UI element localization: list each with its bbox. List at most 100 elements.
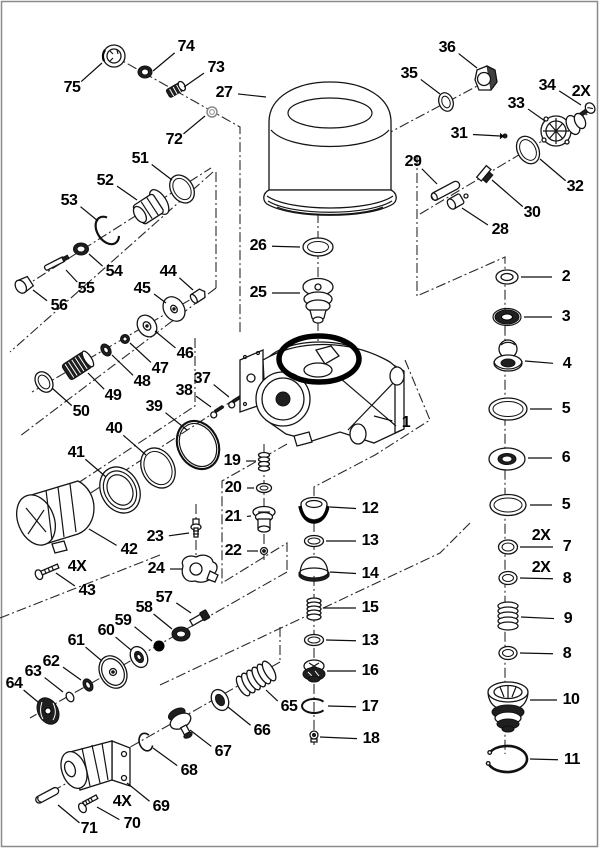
oring-8b (498, 645, 518, 661)
washer-63 (65, 691, 75, 703)
clip-30 (475, 164, 494, 184)
governor-assembly-69 (60, 740, 131, 791)
leader-45-51 (153, 293, 167, 304)
leader-39-44 (165, 412, 188, 431)
spring-19 (257, 451, 271, 472)
washer-6 (488, 447, 526, 471)
nut-54 (73, 242, 89, 256)
spring-15 (306, 597, 322, 621)
leader-61-67 (85, 646, 103, 662)
inlet-valve-52 (132, 189, 170, 225)
leader-60-66 (115, 636, 132, 651)
grommet-3 (492, 307, 522, 327)
oring-32 (515, 135, 541, 165)
fitting-57 (188, 609, 211, 627)
retainer-68 (138, 732, 154, 752)
leader-29-33 (421, 168, 438, 185)
leader-37-42 (213, 384, 230, 398)
leader-52-58 (116, 185, 138, 201)
leader-59-65 (134, 626, 153, 642)
plunger-28 (446, 193, 469, 210)
washer-48 (100, 343, 112, 357)
nut-74 (137, 65, 153, 79)
leader-38-43 (195, 395, 212, 408)
leader-67-73 (189, 729, 212, 747)
leader-48-54 (111, 354, 134, 376)
oring-40 (140, 447, 176, 489)
washer-60 (129, 645, 149, 669)
leader-57-63 (175, 602, 192, 614)
cap-56 (14, 275, 35, 294)
leader-56-62 (32, 289, 48, 302)
leader-36-41 (458, 53, 478, 69)
leader-8-10 (519, 577, 554, 580)
leader-26-30 (271, 245, 301, 248)
pin-71 (35, 786, 60, 804)
snap-ring-53 (94, 215, 121, 246)
leader-42-47 (88, 528, 117, 546)
oring-5a (488, 397, 528, 421)
leader-44-50 (178, 277, 194, 291)
leader-54-60 (88, 253, 104, 267)
washer-47 (120, 334, 130, 344)
leader-51-57 (151, 164, 173, 181)
leader-43-48 (55, 572, 76, 587)
spring-65 (235, 660, 277, 697)
leader-1-0 (373, 415, 393, 422)
leader-74-81 (152, 52, 176, 72)
leader-23-27 (168, 532, 190, 537)
spring-9 (497, 601, 519, 631)
leader-46-52 (154, 330, 176, 349)
leader-11-14 (529, 758, 559, 761)
leader-62-68 (62, 666, 82, 681)
screw-38 (210, 404, 225, 419)
oring-35 (438, 92, 454, 112)
leader-arrowhead-31 (499, 132, 504, 140)
fitting-23 (190, 518, 202, 538)
snap-ring-17 (301, 698, 325, 714)
leader-73-80 (183, 72, 205, 88)
valve-4 (493, 339, 523, 372)
leader-17-21 (327, 705, 357, 708)
leader-66-72 (227, 706, 251, 726)
leader-40-45 (122, 434, 147, 456)
leader-68-74 (152, 747, 178, 767)
leader-49-55 (87, 372, 105, 390)
desiccant-cartridge-27 (263, 81, 397, 216)
oring-26 (302, 237, 334, 257)
valve-14 (298, 556, 330, 582)
snap-ring-11 (485, 744, 529, 774)
leader-13-19 (325, 639, 357, 642)
valve-21 (252, 505, 276, 533)
leader-71-78 (57, 804, 80, 824)
oring-51 (169, 174, 195, 204)
plug-36 (474, 65, 498, 92)
oring-50 (34, 371, 54, 393)
screw-37 (228, 394, 243, 409)
leader-lines (23, 52, 582, 824)
leader-70-77 (96, 806, 120, 821)
oring-7 (497, 539, 519, 555)
leader-41-46 (84, 458, 107, 478)
valve-16 (302, 659, 326, 683)
leader-32-36 (539, 158, 567, 182)
leader-72-79 (183, 115, 206, 135)
oring-39 (175, 419, 221, 471)
leader-64-70 (23, 689, 39, 703)
oring-13a (303, 534, 325, 548)
leader-34-38 (558, 90, 582, 106)
pin-29 (430, 180, 461, 201)
unloader-assembly-33 (540, 112, 587, 147)
diaphragm-61 (98, 655, 128, 689)
stem-55 (43, 254, 70, 271)
leader-8-12 (519, 652, 554, 655)
ball-22 (259, 546, 269, 556)
leader-47-53 (129, 342, 152, 363)
cap-75 (101, 44, 126, 68)
oring-5b (489, 493, 527, 517)
disc-45 (162, 296, 186, 322)
washer-72 (206, 106, 218, 118)
